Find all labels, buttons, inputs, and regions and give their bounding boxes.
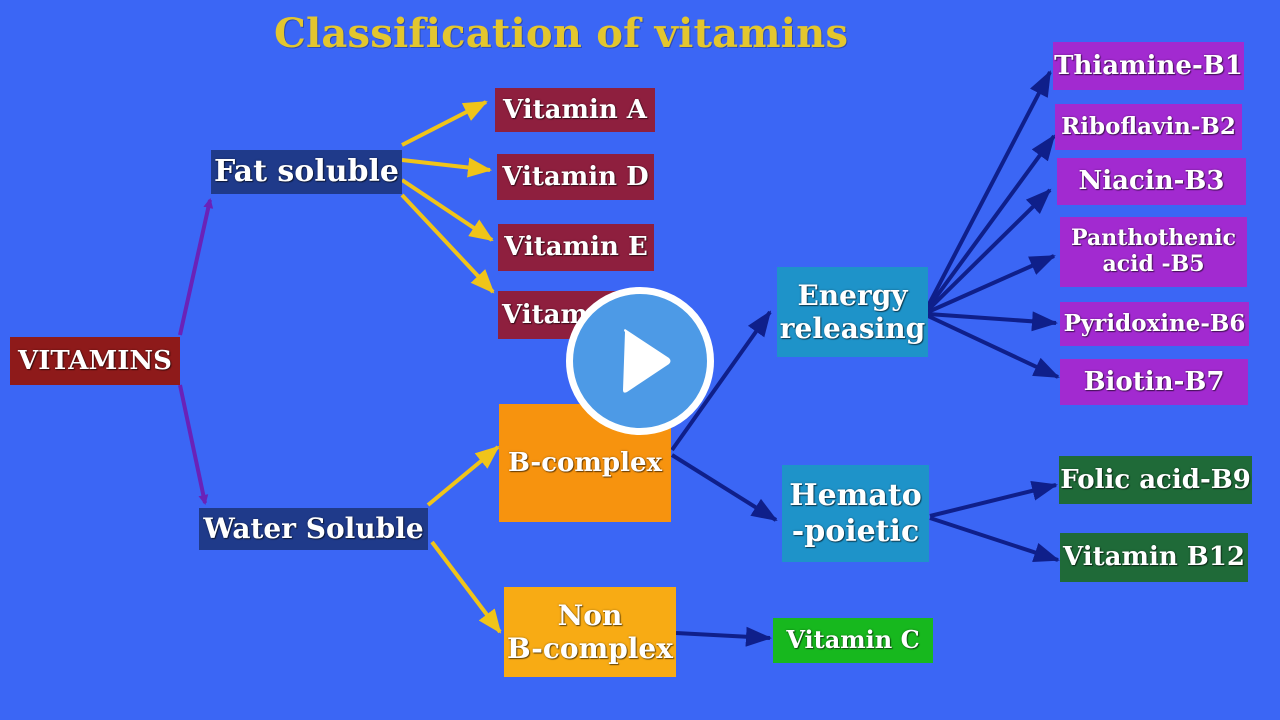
arrow-nonb-to-c — [675, 626, 772, 647]
arrow-vitamins-to-fat — [178, 198, 214, 336]
node-panthothenic-b5: Panthothenic acid -B5 — [1060, 217, 1247, 287]
arrow-bcomplex-to-energy — [670, 310, 772, 452]
arrow-energy-to-b2 — [926, 134, 1056, 310]
arrow-bcomplex-to-hemato — [670, 453, 778, 522]
arrow-water-to-bcomplex — [426, 445, 500, 507]
node-vitamins: VITAMINS — [10, 337, 180, 385]
arrow-energy-to-b6 — [927, 311, 1058, 332]
node-folic-acid-b9: Folic acid-B9 — [1059, 456, 1252, 504]
node-vitamin-d: Vitamin D — [497, 154, 654, 200]
arrow-energy-to-b7 — [927, 314, 1060, 379]
arrow-fat-to-k — [400, 193, 495, 294]
node-thiamine-b1: Thiamine-B1 — [1053, 42, 1244, 90]
arrow-fat-to-a — [401, 100, 488, 147]
node-biotin-b7: Biotin-B7 — [1060, 359, 1248, 405]
arrow-hemato-to-b9 — [929, 481, 1058, 518]
arrow-vitamins-to-water — [178, 384, 209, 505]
node-vitamin-a: Vitamin A — [495, 88, 655, 132]
arrow-energy-to-b3 — [926, 188, 1052, 312]
node-niacin-b3: Niacin-B3 — [1057, 158, 1246, 205]
play-button[interactable] — [566, 287, 714, 435]
arrow-fat-to-d — [401, 157, 492, 178]
node-hematopoietic: Hemato -poietic — [782, 465, 929, 562]
arrow-energy-to-b1 — [926, 70, 1052, 307]
node-water-soluble: Water Soluble — [199, 508, 428, 550]
node-pyridoxine-b6: Pyridoxine-B6 — [1060, 302, 1249, 346]
arrow-energy-to-b5 — [927, 254, 1056, 314]
node-vitamin-c: Vitamin C — [773, 618, 933, 663]
diagram-title: Classification of vitamins — [274, 10, 849, 57]
node-energy-releasing: Energy releasing — [777, 267, 928, 357]
play-button-icon — [623, 329, 671, 393]
node-riboflavin-b2: Riboflavin-B2 — [1055, 104, 1242, 150]
node-vitamin-b12: Vitamin B12 — [1060, 533, 1248, 582]
node-vitamin-e: Vitamin E — [498, 224, 654, 271]
node-non-b-complex: Non B-complex — [504, 587, 676, 677]
node-fat-soluble: Fat soluble — [211, 150, 402, 194]
arrow-water-to-nonb — [430, 540, 502, 634]
arrow-fat-to-e — [400, 178, 494, 242]
arrow-hemato-to-b12 — [929, 516, 1060, 563]
